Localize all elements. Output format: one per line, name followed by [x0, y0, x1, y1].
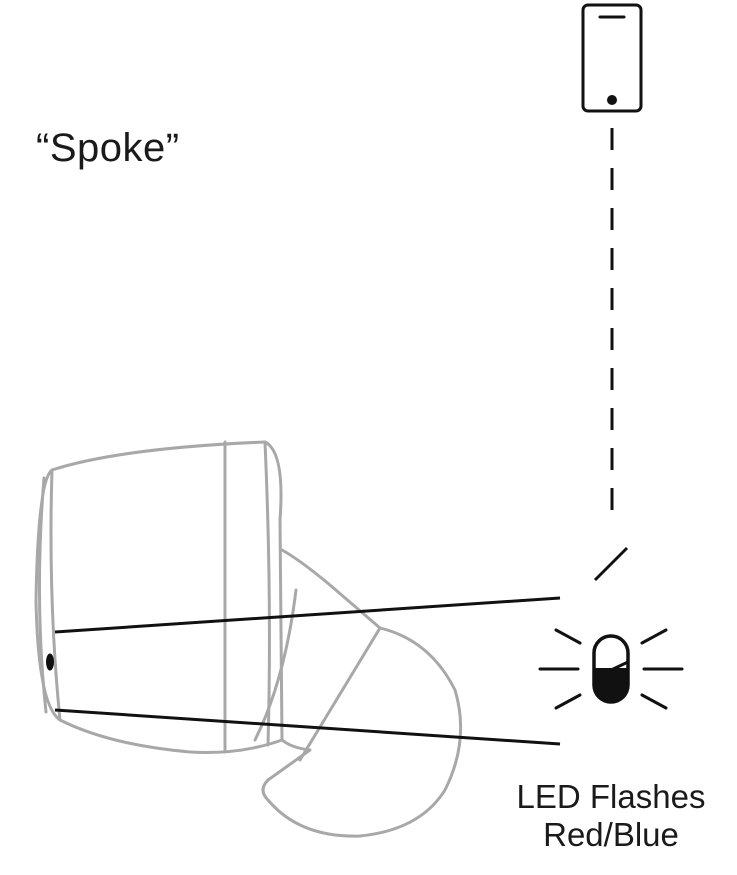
spoken-phrase-label: “Spoke” [36, 126, 180, 170]
smartphone-icon [581, 3, 643, 113]
led-caption: LED Flashes Red/Blue [490, 778, 732, 854]
led-caption-line-1: LED Flashes [516, 778, 706, 815]
led-indicator-icon [538, 628, 684, 710]
pointer-line-top [54, 596, 561, 634]
led-caption-line-2: Red/Blue [543, 816, 679, 853]
diagonal-tick [593, 546, 629, 582]
earbud-illustration [34, 440, 463, 838]
pointer-line-bottom [54, 708, 561, 746]
